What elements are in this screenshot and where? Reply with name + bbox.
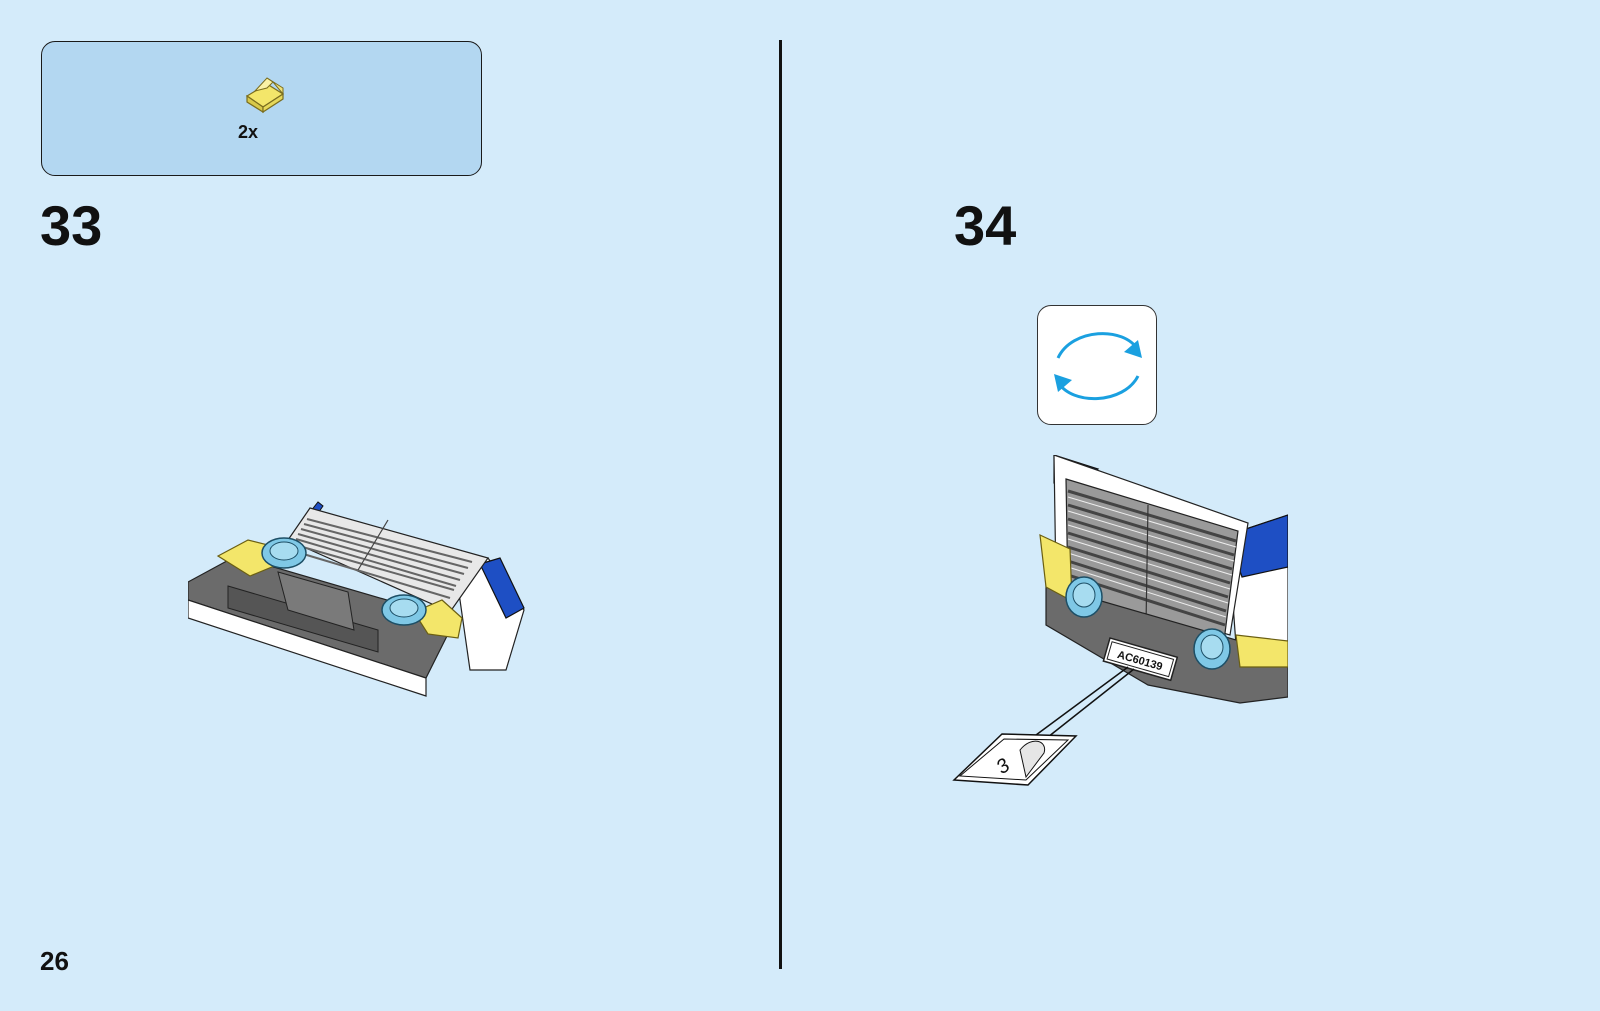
step-33-model-illustration	[188, 500, 528, 710]
transparent-yellow-slope-brick-icon	[241, 74, 287, 114]
parts-callout: 2x	[41, 41, 482, 176]
rotate-model-callout	[1037, 305, 1157, 425]
page-divider	[779, 40, 782, 969]
part-count: 2x	[238, 122, 258, 143]
step-34-model-illustration: AC60139 3	[948, 455, 1288, 795]
step-number: 34	[954, 198, 1016, 254]
page-number: 26	[40, 946, 69, 977]
step-number: 33	[40, 198, 102, 254]
rotate-model-icon	[1038, 306, 1158, 426]
